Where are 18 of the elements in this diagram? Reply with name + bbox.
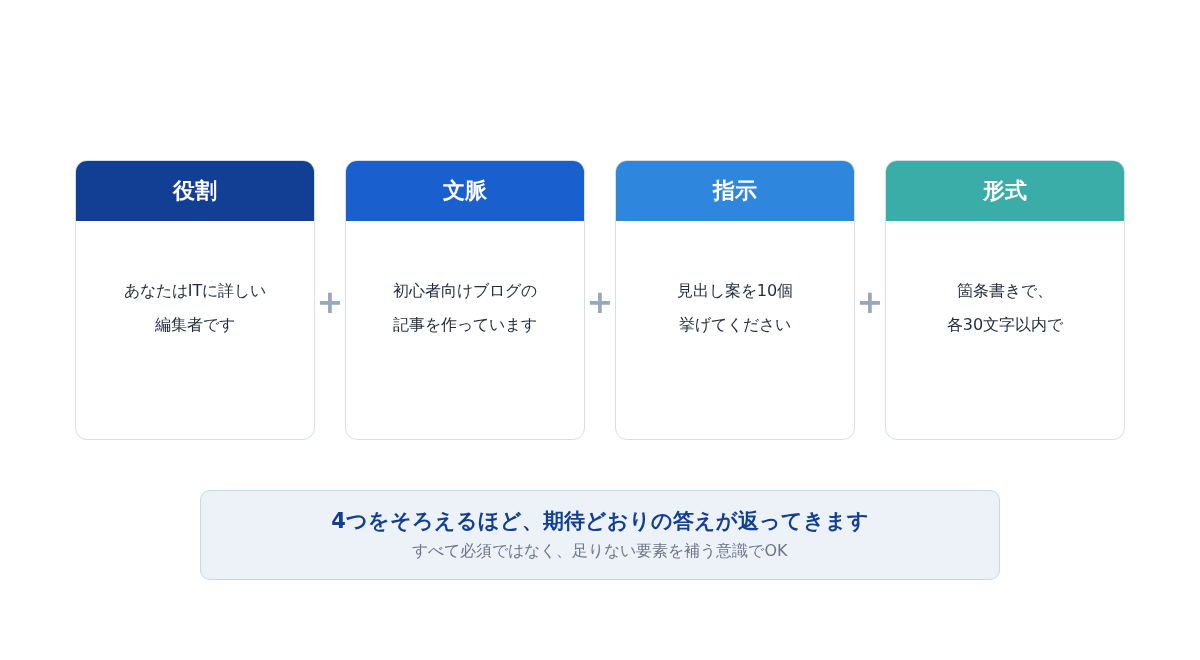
summary-heading: 4つをそろえるほど、期待どおりの答えが返ってきます — [331, 508, 869, 535]
card — [345, 160, 585, 440]
summary-note: すべて必須ではなく、足りない要素を補う意識でOK — [412, 540, 788, 562]
card-header: 文脈 — [346, 161, 584, 221]
card-text: 見出し案を10個挙げてください — [675, 280, 795, 336]
card-header: 役割 — [76, 161, 314, 221]
card-text: あなたはITに詳しい編集者です — [122, 280, 268, 336]
plus-sign: + — [586, 286, 614, 318]
plus-sign: + — [856, 286, 884, 318]
card — [615, 160, 855, 440]
card — [885, 160, 1125, 440]
plus-sign: + — [316, 286, 344, 318]
card-text: 箇条書きで、各30文字以内で — [945, 280, 1065, 336]
card-header: 形式 — [886, 161, 1124, 221]
card-text: 初心者向けブログの記事を作っています — [392, 280, 538, 336]
card — [75, 160, 315, 440]
summary-panel — [200, 490, 1000, 580]
card-header: 指示 — [616, 161, 854, 221]
